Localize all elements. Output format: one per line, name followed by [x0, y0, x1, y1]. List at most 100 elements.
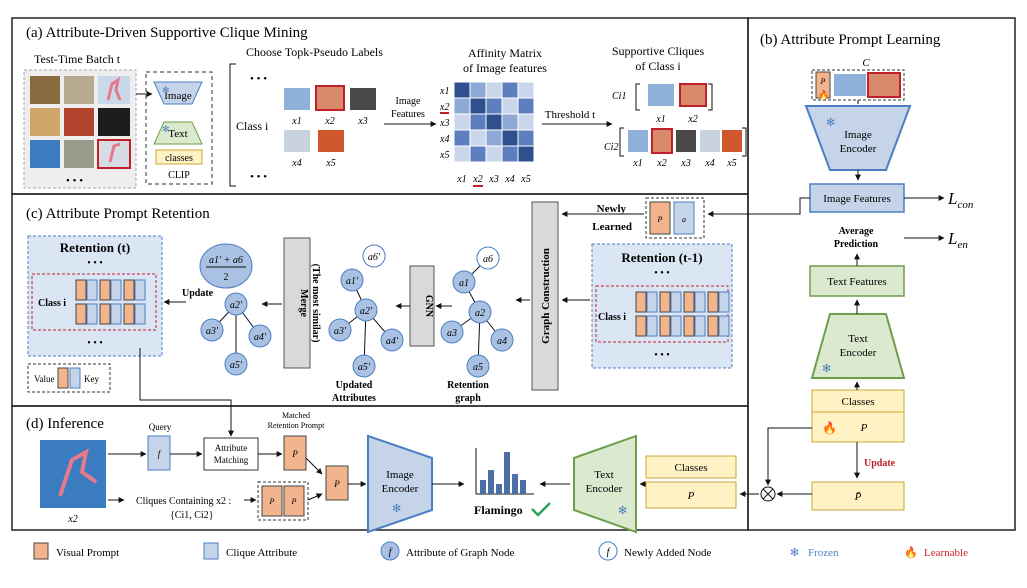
- inference-text-encoder-label-1: Text: [594, 469, 613, 481]
- affinity-cell: [453, 145, 471, 163]
- gnn-label: GNN: [423, 295, 434, 318]
- affinity-cell: [453, 113, 471, 131]
- average-numerator: a1' + a6: [209, 255, 243, 266]
- candidate-x5: x5: [325, 158, 335, 169]
- affinity-col-labels: x1 x2 x3 x4 x5: [456, 174, 530, 185]
- affinity-col-label: x4: [504, 174, 514, 185]
- merge-label: Merge(The most similar): [298, 264, 321, 343]
- graph-node: [340, 268, 364, 292]
- section-c-title: (c) Attribute Prompt Retention: [26, 206, 210, 222]
- updated-graph: a6'a1'a2'a3'a4'a5': [328, 244, 404, 378]
- clique1-member: x2: [687, 114, 697, 125]
- query-image: [40, 440, 106, 508]
- graph-node: [224, 292, 248, 316]
- inference-image-encoder-label-2: Encoder: [382, 483, 419, 495]
- retention-key: [110, 303, 122, 325]
- graph-node-label: a1': [346, 276, 359, 287]
- newly-learned-box: [645, 197, 705, 239]
- clique2-member: x5: [726, 158, 736, 169]
- retention-value: [707, 315, 719, 337]
- affinity-row-label: x4: [439, 134, 449, 145]
- matched-prompt-label: P: [291, 449, 298, 459]
- p-bar-label: P̄: [854, 491, 862, 503]
- retention-key: [718, 291, 730, 313]
- affinity-cell: [501, 129, 519, 147]
- retention-t-class: Class i: [38, 298, 66, 309]
- frozen-icon: ✻: [618, 505, 627, 517]
- clique-prompts-box: [257, 481, 309, 521]
- section-b-title: (b) Attribute Prompt Learning: [760, 32, 941, 48]
- inference-text-encoder: [573, 434, 637, 534]
- image-encoder: [804, 105, 912, 171]
- topk-ellipsis-bottom: • • •: [250, 171, 267, 183]
- graph-node: [354, 298, 378, 322]
- retention-t1-entries: [635, 291, 730, 337]
- topk-ellipsis-top: • • •: [250, 73, 267, 85]
- image-encoder-label-2: Encoder: [840, 143, 877, 155]
- newly-prompt-label: P: [657, 215, 663, 224]
- cliques-set: {Ci1, Ci2}: [170, 510, 214, 521]
- graph-construction-label: Graph Construction: [540, 248, 552, 344]
- retention-key: [718, 315, 730, 337]
- loss-con: Lcon: [947, 189, 974, 211]
- retention-key: [670, 315, 682, 337]
- cliques-title-2: of Class i: [635, 59, 681, 73]
- frozen-icon: ✻: [162, 124, 170, 134]
- prediction-label: Flamingo: [474, 503, 523, 517]
- affinity-cell: [501, 81, 519, 99]
- affinity-cell: [501, 113, 519, 131]
- matched-label-1: Matched: [282, 411, 310, 420]
- affinity-title-1: Affinity Matrix: [468, 46, 542, 60]
- affinity-cell: [501, 145, 519, 163]
- graph-node: [440, 320, 464, 344]
- retention-t-dots-bottom: • • •: [87, 338, 103, 349]
- graph-node-label: a3: [447, 328, 457, 339]
- frozen-icon: ✻: [822, 363, 831, 375]
- clip-classes-box: [155, 149, 203, 165]
- update-c-label: Update: [182, 288, 214, 299]
- graph-node-label: a5': [358, 362, 371, 373]
- legend-node-letter: f: [389, 547, 393, 558]
- graph-node-label: a5': [230, 360, 243, 371]
- inference-image-encoder: [367, 434, 433, 534]
- clip-image-label: Image: [164, 90, 192, 102]
- affinity-cell: [517, 113, 535, 131]
- retention-key: [646, 315, 658, 337]
- affinity-matrix: [453, 81, 535, 163]
- affinity-row-label: x1: [439, 86, 449, 97]
- legend-learnable: Learnable: [924, 547, 968, 559]
- graph-node: [352, 354, 376, 378]
- retention-t-title: Retention (t): [60, 240, 130, 255]
- affinity-cell: [453, 97, 471, 115]
- update-label: Update: [864, 458, 896, 469]
- clique2-member: x3: [680, 158, 690, 169]
- retention-t-dots: • • •: [87, 258, 103, 269]
- retention-t1-dots-bottom: • • •: [654, 350, 670, 361]
- section-d-title: (d) Inference: [26, 416, 104, 432]
- merge-box: [283, 237, 311, 369]
- image-features-box: [809, 183, 905, 213]
- newly-key-label: a: [682, 215, 686, 224]
- retention-value: [123, 303, 135, 325]
- legend-frozen-icon: ✻: [790, 547, 799, 559]
- graph-node-label: a2: [475, 308, 485, 319]
- graph-construction-box: [531, 201, 559, 391]
- affinity-cell: [453, 81, 471, 99]
- query-label: Query: [149, 422, 172, 432]
- graph-node: [476, 246, 500, 270]
- affinity-cell: [469, 145, 487, 163]
- affinity-col-label: x2: [472, 174, 482, 185]
- retention-value: [75, 303, 87, 325]
- graph-node: [248, 324, 272, 348]
- retention-graph-label-2: graph: [455, 393, 481, 404]
- attribute-matching-label-1: Attribute: [215, 443, 248, 453]
- graph-node-label: a4': [386, 336, 399, 347]
- graph-node-label: a1: [459, 278, 469, 289]
- frozen-icon: ✻: [162, 85, 170, 95]
- affinity-row-label: x3: [439, 118, 449, 129]
- batch-images: [30, 76, 131, 169]
- legend-visual-prompt: Visual Prompt: [56, 547, 119, 559]
- retention-key: [646, 291, 658, 313]
- retention-value: [99, 303, 111, 325]
